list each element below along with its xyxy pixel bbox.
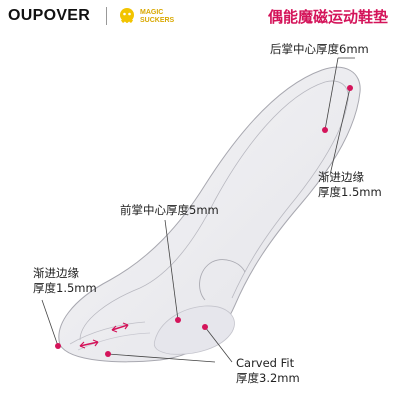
magic-suckers-logo-icon [120, 8, 134, 23]
label-edge-left: 渐进边缘 厚度1.5mm [33, 266, 97, 295]
leader-line-fore [164, 219, 179, 321]
leader-line-edge-left [41, 299, 59, 347]
label-rear-thickness: 后掌中心厚度6mm [270, 42, 369, 56]
marker-dot [175, 317, 181, 323]
edge-arrow-icon [111, 324, 129, 331]
leader-line-carved [107, 353, 216, 363]
marker-dot [55, 343, 61, 349]
edge-arrow-icon [79, 339, 99, 349]
insole-inner-contour [79, 80, 349, 341]
leader-line-rear [324, 57, 339, 131]
product-title: 偶能魔磁运动鞋垫 [267, 8, 388, 26]
edge-arrow-icon [111, 322, 129, 333]
toe-ridge [69, 321, 146, 345]
brand-logo: OUPOVER [8, 7, 91, 24]
magic-suckers-logo-text: MAGIC SUCKERS [140, 9, 175, 24]
leader-line-carved [204, 326, 233, 363]
label-carved-fit: Carved Fit 厚度3.2mm [236, 356, 300, 385]
label-edge-right: 渐进边缘 厚度1.5mm [318, 170, 382, 199]
header-divider [106, 7, 107, 25]
leader-line-edge-right [329, 87, 351, 176]
marker-dot [105, 351, 111, 357]
arch-bump [199, 259, 246, 301]
marker-dot [202, 324, 208, 330]
edge-arrow-icon [79, 341, 99, 347]
forefoot-pad [153, 305, 235, 355]
header: OUPOVER MAGIC SUCKERS 偶能魔磁运动鞋垫 [0, 0, 400, 32]
marker-dot [347, 85, 353, 91]
marker-dot [322, 127, 328, 133]
label-fore-thickness: 前掌中心厚度5mm [120, 203, 219, 217]
